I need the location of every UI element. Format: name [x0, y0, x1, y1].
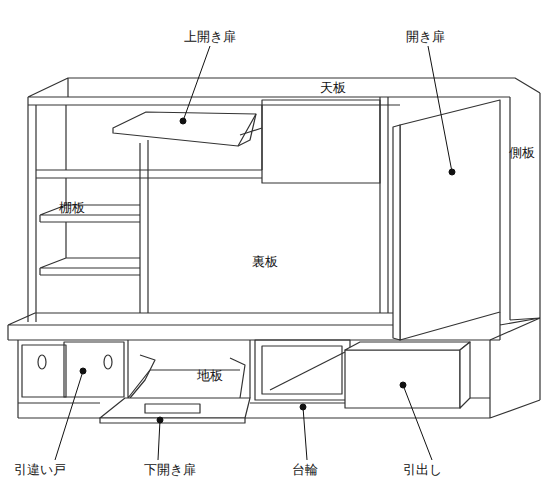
hinged-door-edge — [393, 125, 400, 340]
hinged-door — [400, 100, 500, 340]
upper-closed-flap — [262, 100, 380, 183]
lower-drop-door-edge — [100, 418, 245, 423]
drawer-top — [345, 342, 470, 350]
leader-lines — [55, 46, 455, 460]
leader-dot — [180, 118, 186, 124]
part-label: 地板 — [197, 368, 223, 384]
leader-line — [55, 46, 452, 460]
drop-door-catch — [145, 404, 200, 413]
drawer-runner — [270, 352, 345, 390]
leader-dot — [80, 368, 86, 374]
part-label: 下開き扉 — [144, 462, 196, 478]
drawer-opening-inner — [262, 346, 342, 394]
part-label: 開き扉 — [406, 29, 445, 45]
part-label: 天板 — [320, 80, 346, 96]
door-handle — [38, 355, 46, 369]
part-label: 裏板 — [252, 254, 278, 270]
stay-arm — [130, 355, 245, 398]
part-label: 台輪 — [292, 462, 318, 478]
leader-dot — [300, 404, 306, 410]
middle-board — [8, 312, 540, 340]
cabinet-lines — [8, 78, 540, 423]
base-plinth — [18, 318, 540, 418]
leader-dot — [157, 417, 163, 423]
flap-hinge — [238, 114, 262, 146]
part-label: 引違い戸 — [14, 462, 66, 478]
drawer-front — [345, 350, 460, 408]
lower-compartment — [18, 340, 250, 418]
leader-dot — [449, 169, 455, 175]
part-label: 引出し — [403, 462, 442, 478]
lower-drop-door — [100, 398, 250, 418]
cabinet-top — [28, 78, 540, 105]
sliding-door-left — [22, 345, 66, 397]
drawer-side — [460, 342, 470, 408]
shelf-unit — [36, 105, 262, 275]
sliding-door-right — [64, 342, 124, 397]
part-label: 側板 — [509, 145, 535, 161]
part-label: 上開き扉 — [184, 29, 236, 45]
part-label: 棚板 — [59, 200, 85, 216]
door-handle — [104, 355, 112, 369]
leader-dot — [400, 382, 406, 388]
drawer-opening — [255, 340, 350, 400]
